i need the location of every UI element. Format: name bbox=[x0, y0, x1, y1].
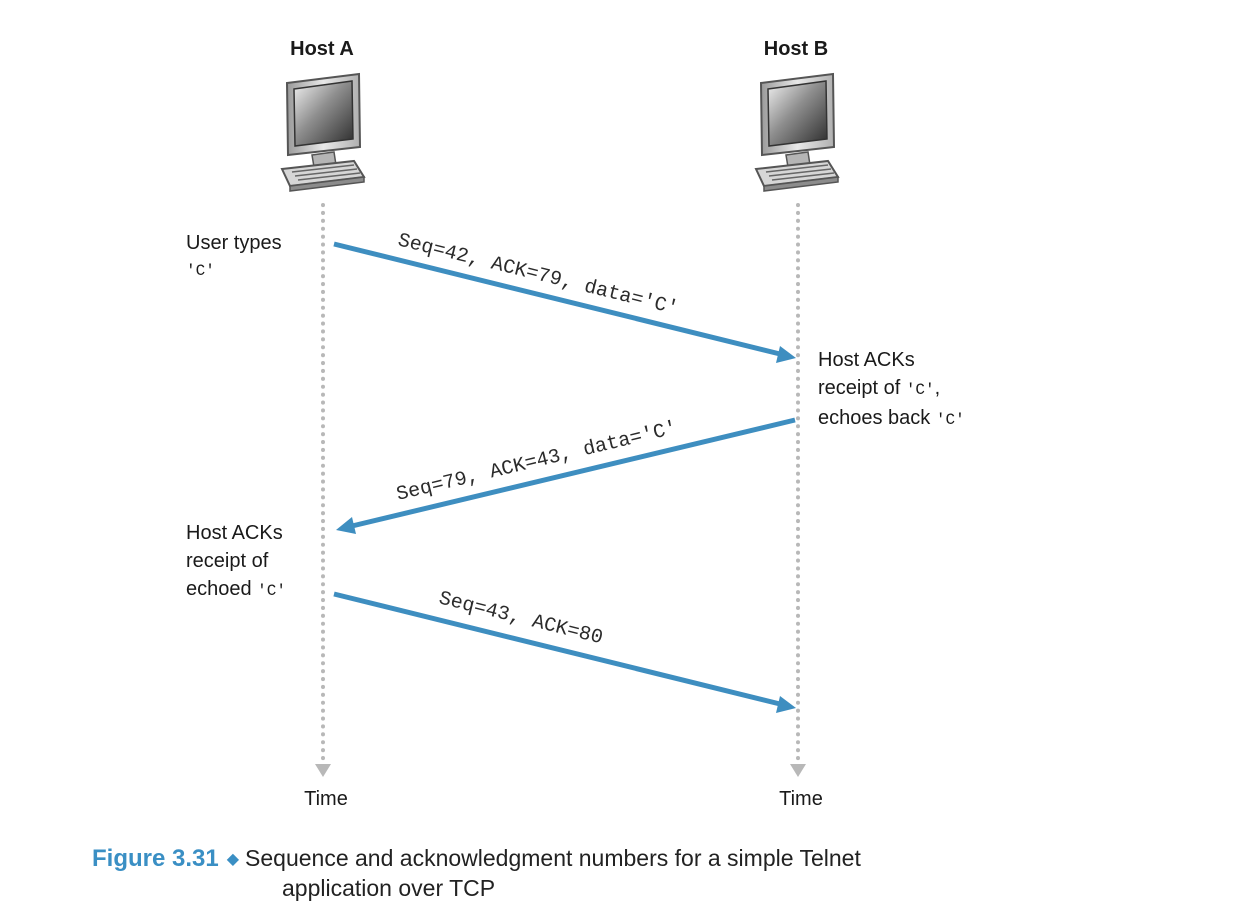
host-a-time-arrowhead bbox=[315, 764, 331, 777]
note-line-echo: echoes back 'C' bbox=[818, 404, 965, 434]
figure-caption: Figure 3.31 ◆ Sequence and acknowledgment … bbox=[92, 844, 861, 903]
note-text: echoes back bbox=[818, 407, 936, 429]
note-code: 'C' bbox=[257, 582, 286, 600]
host-b-note-ack-echo: Host ACKs receipt of 'C', echoes back 'C… bbox=[818, 346, 965, 434]
note-line: Host ACKs bbox=[818, 349, 915, 371]
note-text: , bbox=[934, 377, 941, 399]
host-a-note-user-types: User types 'C' bbox=[186, 229, 282, 285]
note-text: receipt of bbox=[818, 377, 906, 399]
diamond-bullet-icon: ◆ bbox=[226, 851, 240, 868]
figure-number: Figure 3.31 bbox=[92, 845, 219, 872]
caption-text-line2: application over TCP bbox=[282, 875, 496, 901]
segment-1-arrow bbox=[333, 241, 796, 363]
caption-text-line1: Sequence and acknowledgment numbers for … bbox=[245, 845, 861, 871]
note-line-receipt: receipt of 'C', bbox=[818, 374, 965, 404]
host-b-time-arrowhead bbox=[790, 764, 806, 777]
host-a-computer-icon bbox=[281, 73, 365, 192]
note-line: Host ACKs bbox=[186, 522, 283, 544]
note-line-echoed: echoed 'C' bbox=[186, 575, 286, 605]
segment-2-arrow bbox=[336, 417, 796, 534]
note-text: echoed bbox=[186, 578, 258, 600]
host-a-time-label: Time bbox=[304, 788, 348, 810]
host-b-time-label: Time bbox=[779, 788, 823, 810]
host-a-title: Host A bbox=[290, 38, 354, 60]
host-a-note-ack-echoed: Host ACKs receipt of echoed 'C' bbox=[186, 519, 286, 605]
segment-3-arrow bbox=[333, 591, 796, 713]
note-line: User types bbox=[186, 232, 282, 254]
host-b-computer-icon bbox=[755, 73, 839, 192]
note-code: 'C' bbox=[186, 262, 215, 280]
note-code: 'C' bbox=[905, 381, 935, 399]
segment-1-label: Seq=42, ACK=79, data='C' bbox=[395, 229, 680, 321]
host-b-title: Host B bbox=[764, 38, 828, 60]
note-line: receipt of bbox=[186, 550, 269, 572]
segment-2-label: Seq=79, ACK=43, data='C' bbox=[394, 417, 679, 507]
note-code: 'C' bbox=[935, 411, 965, 429]
